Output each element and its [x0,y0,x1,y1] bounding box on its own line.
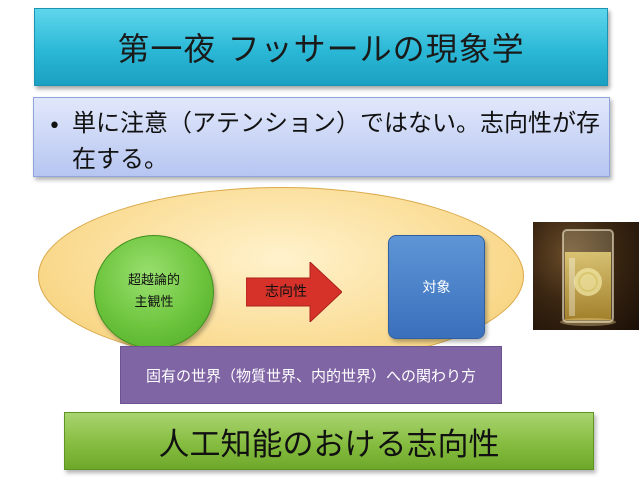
glass-icon [560,229,616,326]
bullet-box: • 単に注意（アテンション）ではない。志向性が存在する。 [33,97,610,177]
intentionality-arrow [246,262,342,322]
world-relation-label: 固有の世界（物質世界、内的世界）への関わり方 [145,366,476,385]
arrow-label: 志向性 [265,284,307,300]
footer-title-text: 人工知能のおける志向性 [158,426,500,463]
object-box: 対象 [388,235,485,339]
world-relation-box: 固有の世界（物質世界、内的世界）への関わり方 [120,346,502,404]
bullet-marker: • [48,114,61,139]
object-label: 対象 [422,280,451,296]
bullet-text: 単に注意（アテンション）ではない。志向性が存在する。 [72,109,600,173]
footer-title: 人工知能のおける志向性 [64,412,594,470]
subject-circle: 超越論的 主観性 [94,235,214,349]
subject-label-line1: 超越論的 [127,273,180,288]
subject-label-line2: 主観性 [134,295,174,310]
slide-title: 第一夜 フッサールの現象学 [34,8,608,86]
glass-of-drink-photo [533,222,639,330]
